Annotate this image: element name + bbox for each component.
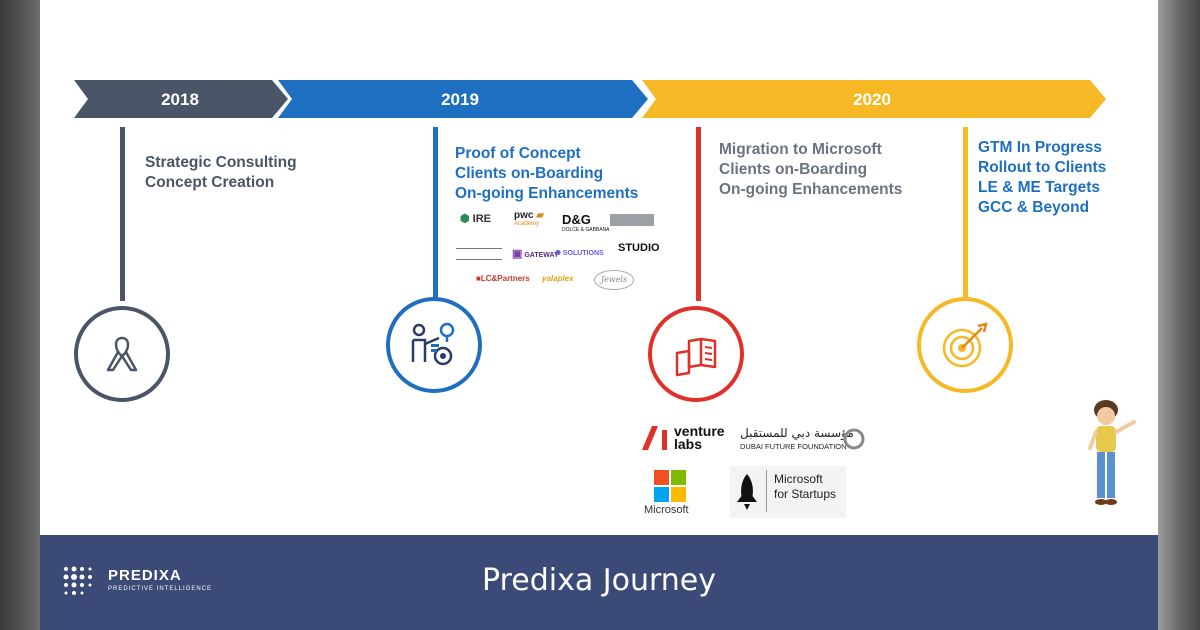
dubai-future-ring-icon xyxy=(843,428,865,450)
client-logo-banner xyxy=(610,214,654,226)
milestone-text-2: Proof of Concept Clients on-Boarding On-… xyxy=(455,144,638,204)
gateway-mark-icon: ▣ xyxy=(512,248,523,260)
milestone-3-line-3: On-going Enhancements xyxy=(719,181,903,198)
band-2020 xyxy=(642,80,1106,118)
ire-mark-icon: ⬢ xyxy=(460,213,470,225)
pwc-mark-icon: ▰ xyxy=(533,210,544,221)
client-logo-dg: D&G DOLCE & GABBANA xyxy=(562,212,610,233)
partner-microsoft: Microsoft xyxy=(640,470,702,518)
brand-tagline: PREDICTIVE INTELLIGENCE xyxy=(108,586,213,592)
milestone-4-line-4: GCC & Beyond xyxy=(978,199,1090,216)
milestone-4-line-1: GTM In Progress xyxy=(978,139,1103,156)
client-logo-script xyxy=(456,248,502,260)
client-logo-pwc: pwc ▰ Academy xyxy=(514,210,544,227)
milestone-circle-3 xyxy=(648,306,744,402)
lc-mark-icon: ■ xyxy=(476,274,481,283)
client-logo-ire: ⬢ IRE xyxy=(460,213,492,225)
milestone-2-line-3: On-going Enhancements xyxy=(455,185,639,202)
milestone-circle-1 xyxy=(74,306,170,402)
milestone-2-line-1: Proof of Concept xyxy=(455,145,581,162)
client-logo-solutions: ✺ SOLUTIONS xyxy=(555,250,604,257)
venture-labs-mark-icon xyxy=(642,426,667,450)
milestone-text-1: Strategic Consulting Concept Creation xyxy=(145,153,297,193)
milestone-1-line-1: Strategic Consulting xyxy=(145,154,297,171)
open-book-icon xyxy=(675,337,717,377)
client-logo-studio: STUDIO xyxy=(618,242,660,254)
slide-footer: PREDIXA PREDICTIVE INTELLIGENCE Predixa … xyxy=(40,535,1158,630)
year-2018-label: 2018 xyxy=(161,90,199,109)
year-2020-label: 2020 xyxy=(853,90,891,109)
client-logo-yalaplex: yalaplex xyxy=(542,274,574,283)
year-2019-label: 2019 xyxy=(441,90,479,109)
partner-dubai-future-foundation: مؤسسة دبي للمستقبل DUBAI FUTURE FOUNDATI… xyxy=(740,426,870,456)
predixa-brand: PREDIXA PREDICTIVE INTELLIGENCE xyxy=(60,563,211,604)
partner-microsoft-for-startups: Microsoft for Startups xyxy=(730,466,846,518)
milestone-2-line-2: Clients on-Boarding xyxy=(455,165,604,182)
slide: 2018 2019 2020 xyxy=(40,0,1158,630)
milestone-4-line-2: Rollout to Clients xyxy=(978,159,1107,176)
milestone-3-line-2: Clients on-Boarding xyxy=(719,161,868,178)
milestone-circle-4 xyxy=(917,297,1013,393)
rocket-icon xyxy=(737,474,757,510)
solutions-mark-icon: ✺ xyxy=(555,250,561,257)
milestone-4-line-3: LE & ME Targets xyxy=(978,179,1101,196)
microsoft-logo-icon xyxy=(654,470,686,502)
stem-2019 xyxy=(433,127,438,301)
stem-2020-migration xyxy=(696,127,701,301)
milestone-1-line-2: Concept Creation xyxy=(145,174,275,191)
slide-title: Predixa Journey xyxy=(482,563,716,598)
band-2018 xyxy=(74,80,288,118)
target-arrow-icon xyxy=(942,322,988,368)
stem-2018 xyxy=(120,127,125,301)
presenter-gear-icon xyxy=(411,322,455,366)
stem-2020-gtm xyxy=(963,127,968,301)
client-logo-lc-partners: ■LC&Partners xyxy=(476,274,530,283)
client-logo-jewels: Jewels xyxy=(594,270,634,290)
milestone-3-line-1: Migration to Microsoft xyxy=(719,141,882,158)
screen-frame-left xyxy=(0,0,40,630)
milestone-text-3: Migration to Microsoft Clients on-Boardi… xyxy=(719,140,902,200)
cartoon-presenter-figure xyxy=(1088,400,1136,505)
awareness-ribbon-icon xyxy=(106,336,138,372)
milestone-circle-2 xyxy=(386,297,482,393)
predixa-dots-logo-icon xyxy=(63,566,92,595)
timeline-band xyxy=(74,80,1106,118)
brand-name: PREDIXA xyxy=(108,567,182,584)
client-logo-gateway: ▣ GATEWAY xyxy=(512,248,559,260)
screen-frame-right xyxy=(1158,0,1200,630)
band-2019 xyxy=(278,80,648,118)
milestone-text-4: GTM In Progress Rollout to Clients LE & … xyxy=(978,138,1106,218)
